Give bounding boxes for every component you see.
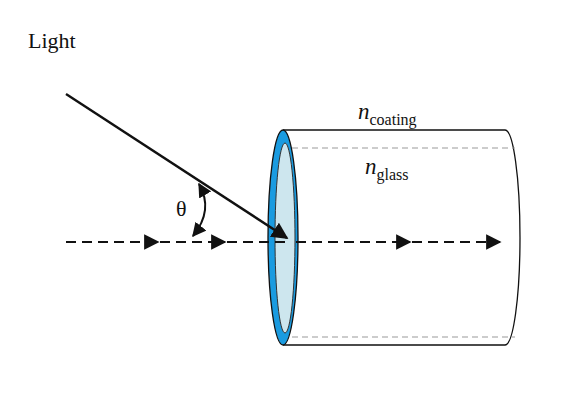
coating-index: ncoating xyxy=(358,100,417,123)
glass-index: nglass xyxy=(365,155,409,178)
light-ray xyxy=(66,94,287,238)
coating-face xyxy=(268,130,298,345)
axis-ray xyxy=(66,241,500,243)
angle-arc xyxy=(193,184,205,236)
angle-symbol: θ xyxy=(176,198,187,220)
core-boundary xyxy=(292,337,515,338)
fiber-body xyxy=(283,130,520,345)
light-label: Light xyxy=(28,30,76,52)
core-boundary xyxy=(292,148,515,149)
